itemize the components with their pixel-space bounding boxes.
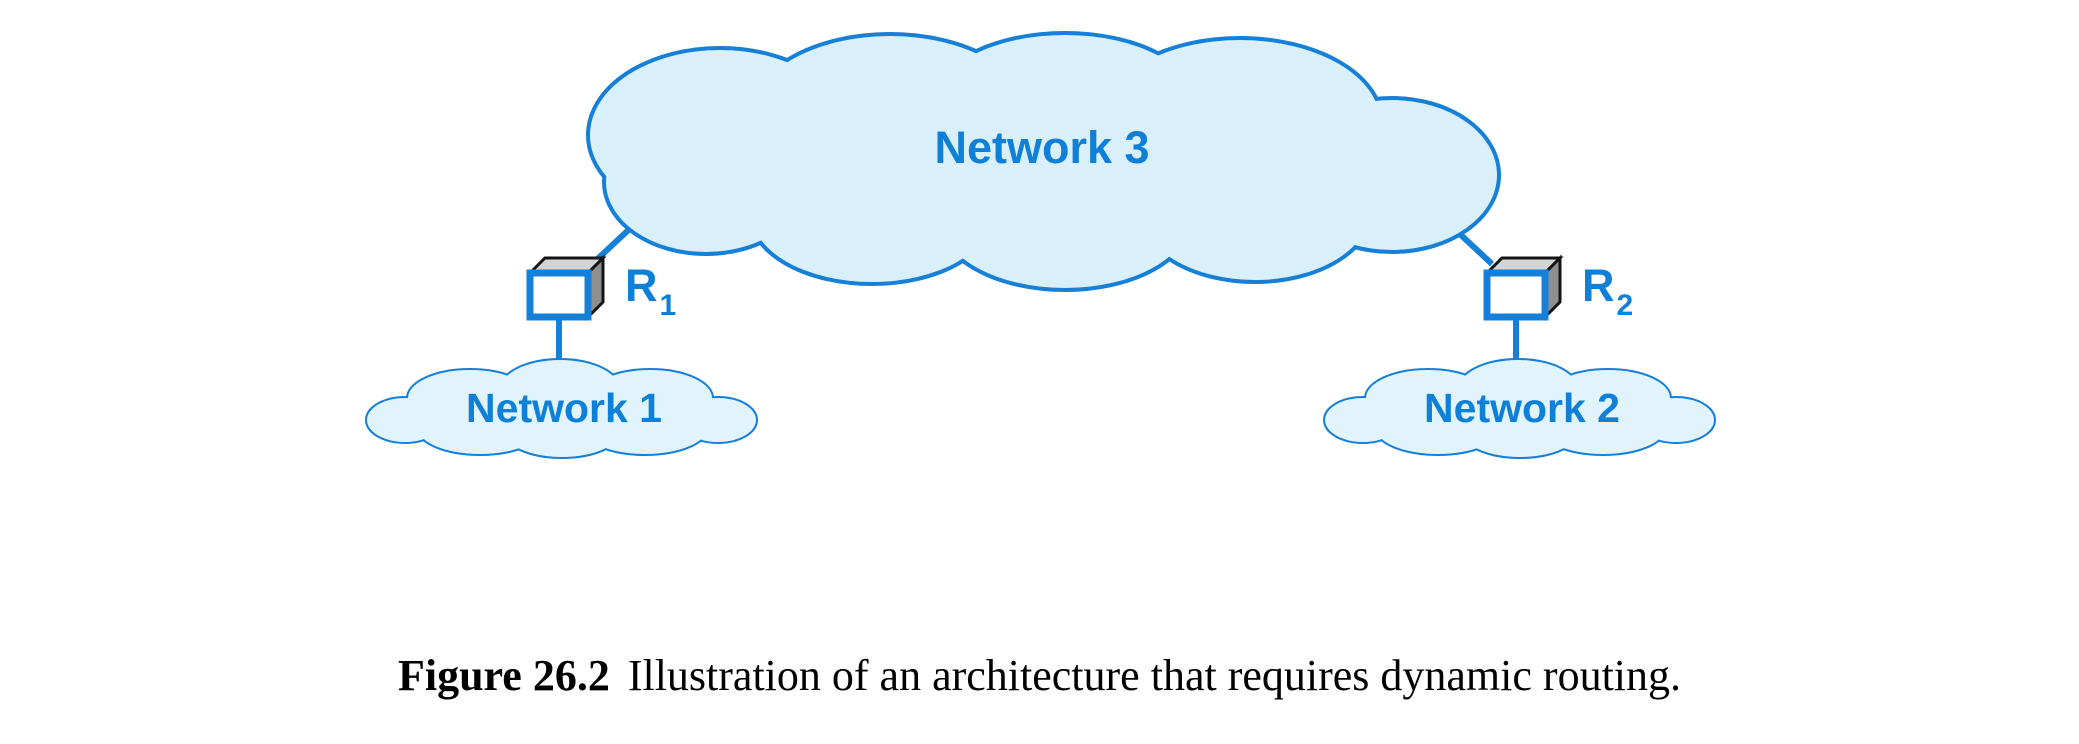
router-r1-label-letter: R — [625, 260, 658, 311]
router-r2-label-subscript: 2 — [1617, 289, 1634, 322]
network-2-cloud: Network 2 — [1323, 358, 1716, 459]
network-1-label: Network 1 — [466, 385, 662, 431]
figure-caption-number: Figure 26.2 — [397, 651, 610, 700]
network-1-cloud: Network 1 — [365, 358, 758, 459]
figure-caption-text: Illustration of an architecture that req… — [627, 651, 1682, 700]
network-3-cloud: Network 3 — [590, 35, 1497, 288]
network-2-label: Network 2 — [1424, 385, 1620, 431]
router-r2-label: R2 — [1582, 260, 1633, 322]
router-r2-label-letter: R — [1582, 260, 1615, 311]
figure-caption: Figure 26.2 Illustration of an architectu… — [0, 650, 2079, 701]
network-3-label: Network 3 — [934, 122, 1149, 173]
router-r1-label: R1 — [625, 260, 676, 322]
router-r1-label-subscript: 1 — [660, 289, 677, 322]
router-r1-icon — [530, 258, 603, 317]
router-r2-icon — [1487, 258, 1560, 317]
